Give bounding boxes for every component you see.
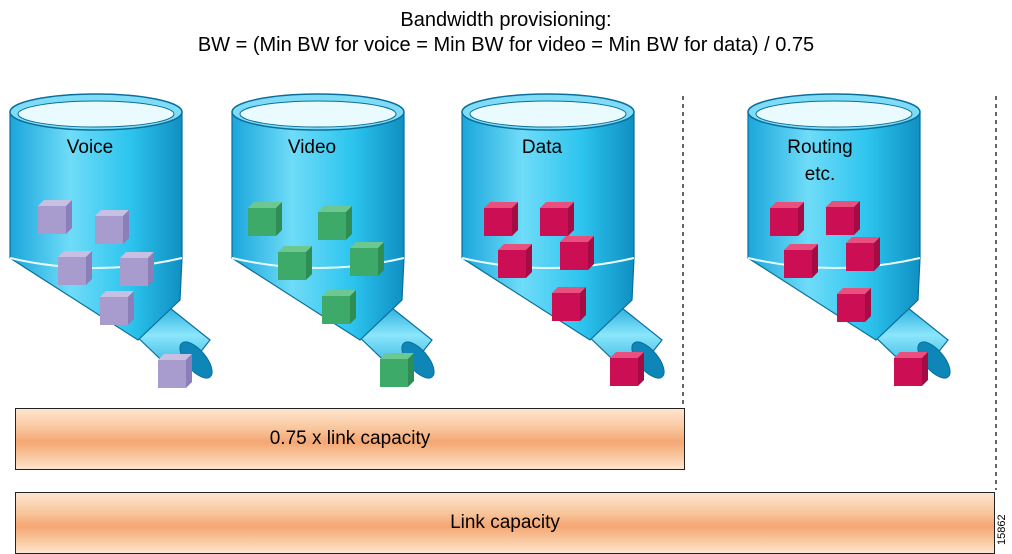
routing-packet-cube [826, 201, 860, 235]
link-capacity-bar: Link capacity [15, 492, 995, 554]
voice-packet-cube [58, 251, 92, 285]
data-packet-cube [552, 287, 586, 321]
routing-packet-cube [770, 202, 804, 236]
video-packet-cube [318, 206, 352, 240]
video-packet-cube [248, 202, 282, 236]
partial-capacity-bar: 0.75 x link capacity [15, 408, 685, 470]
routing-packet-cube [846, 237, 880, 271]
funnel-routing [747, 93, 951, 386]
data-packet-cube [540, 202, 574, 236]
voice-packet-cube [120, 252, 154, 286]
voice-packet-cube [95, 210, 129, 244]
title-line-2: BW = (Min BW for voice = Min BW for vide… [197, 34, 815, 56]
funnel-label-voice: Voice [66, 137, 114, 158]
voice-packet-cube [38, 200, 72, 234]
funnel-label-routing: Routing [787, 137, 853, 158]
video-packet-cube [322, 290, 356, 324]
funnel-label-video: Video [287, 137, 337, 158]
funnel-voice [9, 93, 213, 388]
data-packet-cube [484, 202, 518, 236]
data-packet-cube [560, 236, 594, 270]
routing-packet-cube [784, 244, 818, 278]
video-packet-cube [380, 353, 414, 387]
funnel-video [231, 93, 435, 387]
routing-packet-cube [894, 352, 928, 386]
video-packet-cube [278, 246, 312, 280]
partial-capacity-label: 0.75 x link capacity [269, 428, 431, 449]
data-packet-cube [610, 352, 644, 386]
figure-id: 15862 [996, 514, 1008, 545]
voice-packet-cube [100, 291, 134, 325]
voice-packet-cube [158, 354, 192, 388]
link-capacity-label: Link capacity [450, 512, 560, 533]
routing-packet-cube [837, 288, 871, 322]
title-line-1: Bandwidth provisioning: [400, 9, 612, 31]
data-packet-cube [498, 244, 532, 278]
funnel-data [461, 93, 665, 386]
video-packet-cube [350, 242, 384, 276]
funnel-label-routing-etc: etc. [804, 164, 836, 185]
funnel-label-data: Data [521, 137, 563, 158]
